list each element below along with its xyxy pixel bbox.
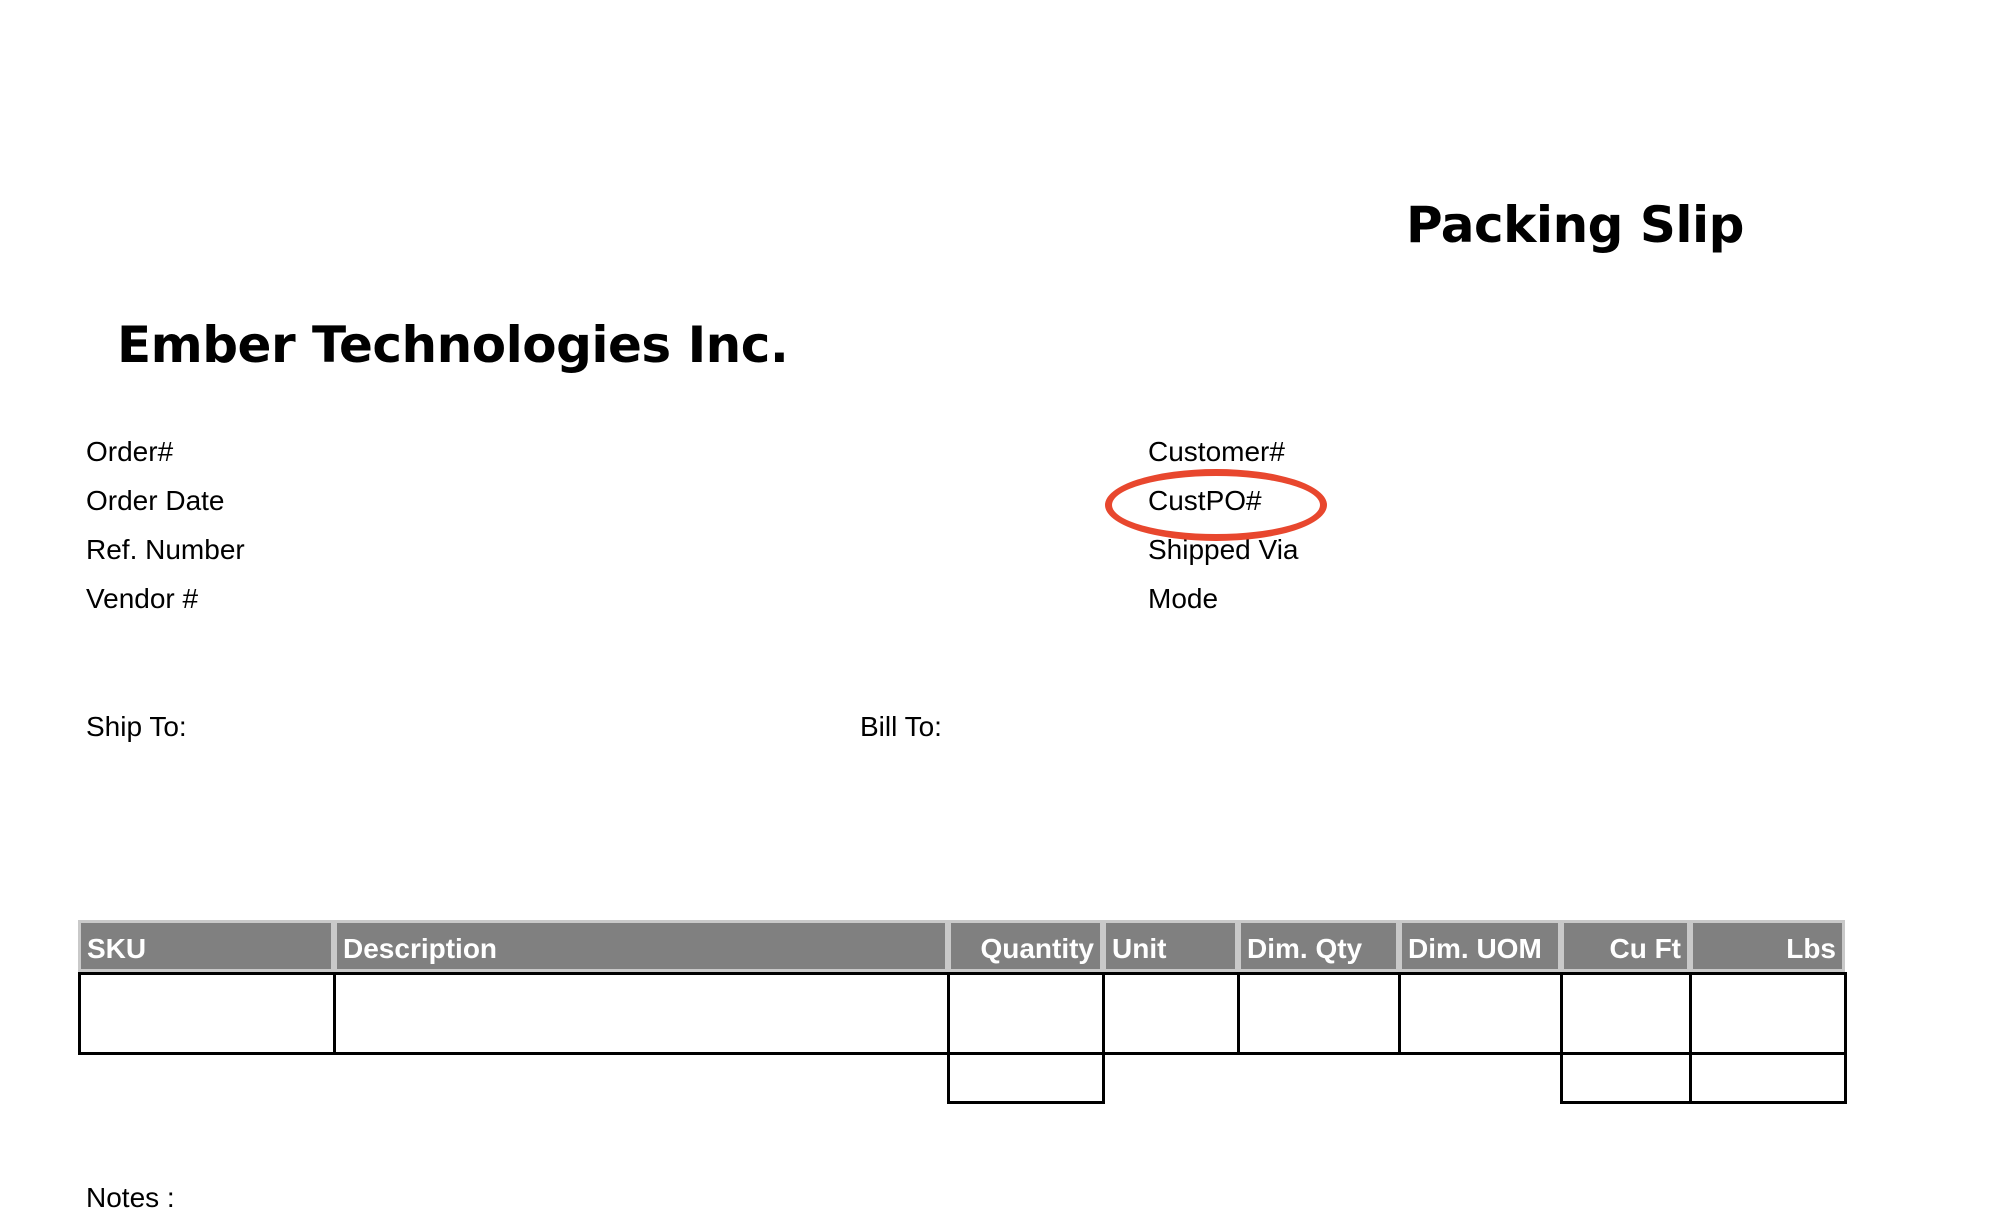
vendor-number-label: Vendor # [86,583,199,614]
column-header-quantity: Quantity [948,920,1103,972]
total-quantity-cell [947,1052,1105,1104]
company-name: Ember Technologies Inc. [117,316,789,374]
customer-number-label: Customer# [1148,436,1285,467]
total-cu-ft-cell [1560,1052,1692,1104]
column-header-description: Description [334,920,948,972]
column-header-sku: SKU [78,920,334,972]
items-table-header: SKU Description Quantity Unit Dim. Qty D… [78,920,1845,972]
cell-quantity [947,972,1105,1055]
shipped-via-label: Shipped Via [1148,534,1299,565]
ship-to-label: Ship To: [86,711,187,742]
cell-description [333,972,950,1055]
cell-sku [78,972,336,1055]
column-header-dim-qty: Dim. Qty [1238,920,1399,972]
column-header-cu-ft: Cu Ft [1561,920,1690,972]
column-header-lbs: Lbs [1690,920,1845,972]
order-number-label: Order# [86,436,174,467]
cell-lbs [1689,972,1847,1055]
page-title: Packing Slip [1406,196,1744,254]
cell-dim-uom [1398,972,1563,1055]
order-date-label: Order Date [86,485,225,516]
cell-cu-ft [1560,972,1692,1055]
bill-to-label: Bill To: [860,711,942,742]
column-header-unit: Unit [1103,920,1238,972]
cust-po-label: CustPO# [1148,485,1262,516]
total-lbs-cell [1689,1052,1847,1104]
cell-unit [1102,972,1240,1055]
column-header-dim-uom: Dim. UOM [1399,920,1561,972]
ref-number-label: Ref. Number [86,534,245,565]
notes-label: Notes : [86,1182,175,1213]
mode-label: Mode [1148,583,1219,614]
cell-dim-qty [1237,972,1401,1055]
